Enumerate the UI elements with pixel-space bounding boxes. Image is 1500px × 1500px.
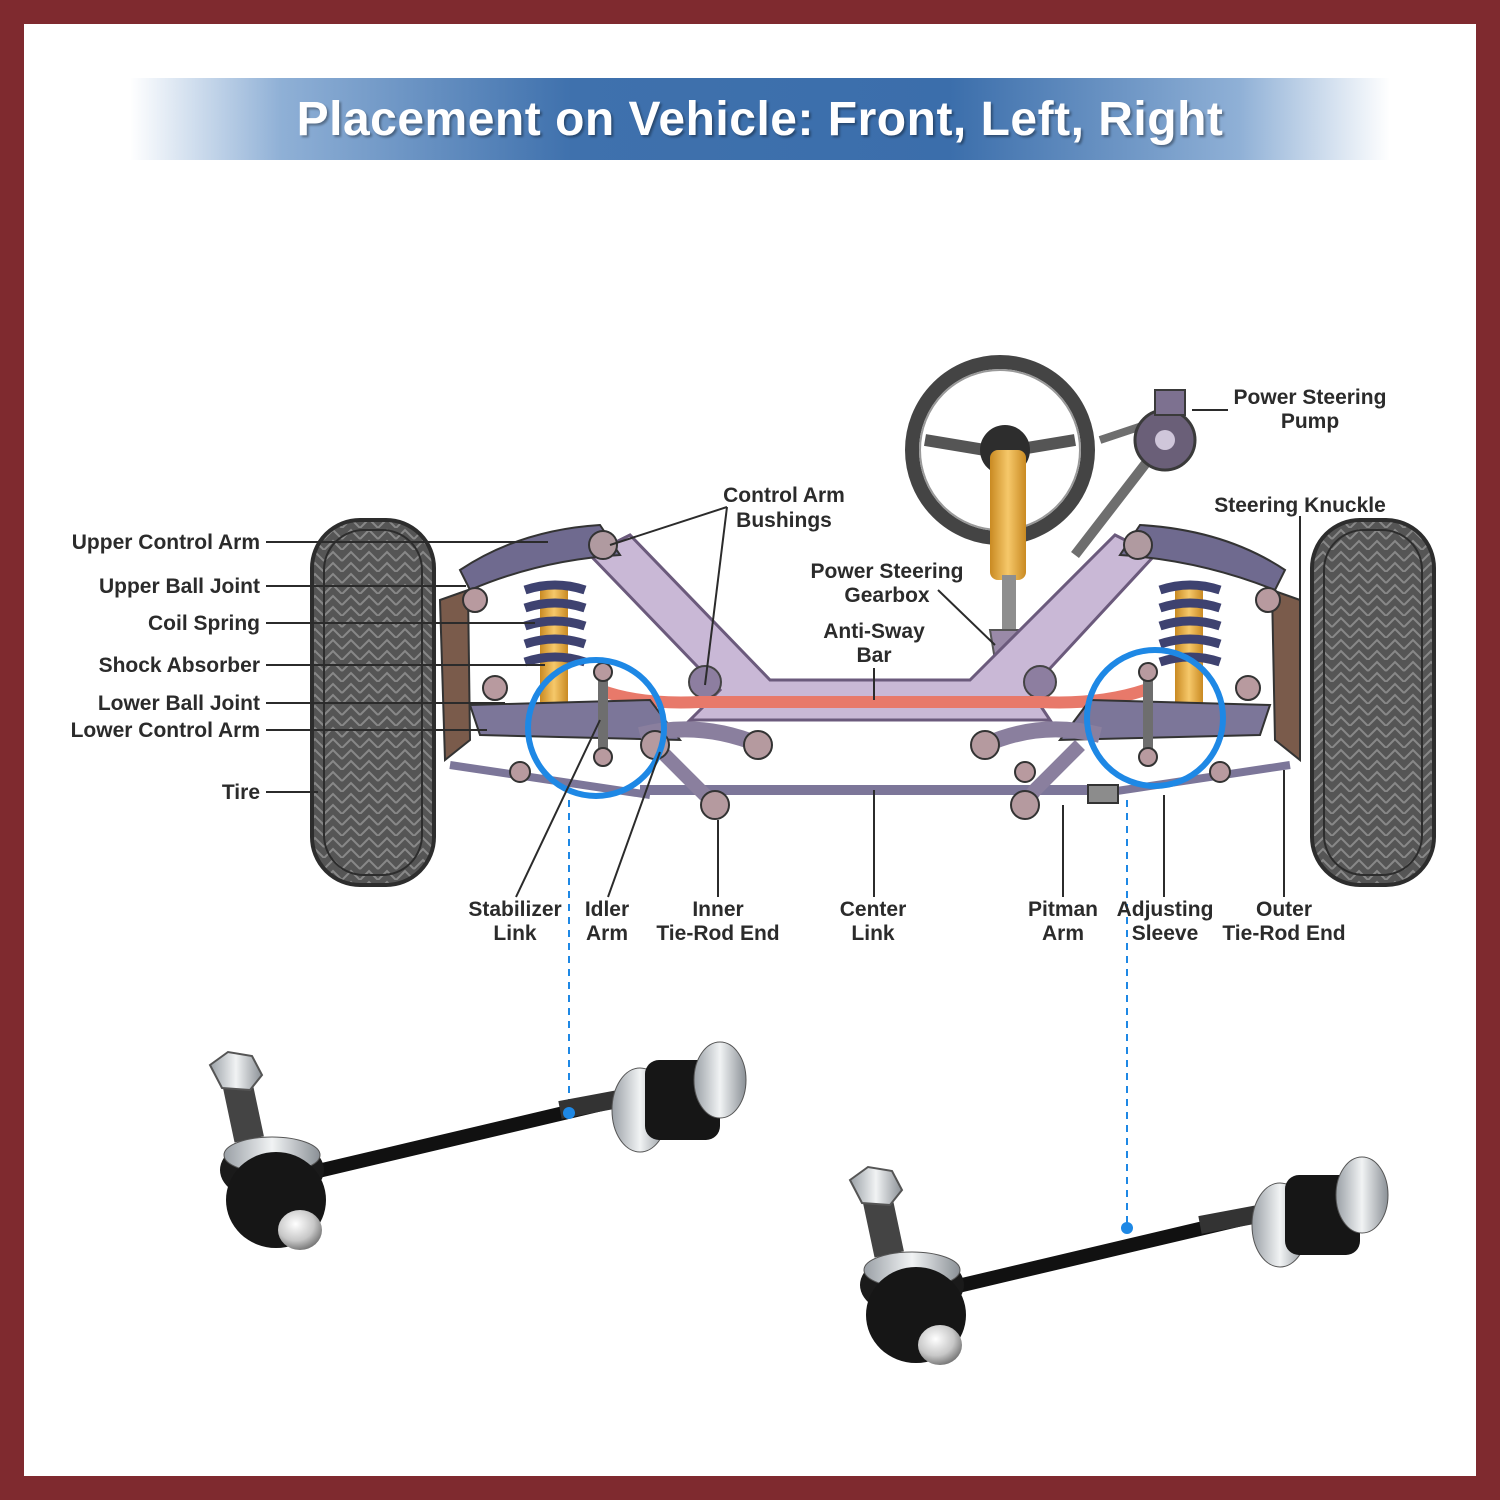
pitman-arm xyxy=(1010,740,1085,820)
label-coil-spring: Coil Spring xyxy=(148,612,260,635)
label-adjusting-sleeve-line1: Adjusting xyxy=(1117,898,1214,921)
page-title: Placement on Vehicle: Front, Left, Right xyxy=(296,92,1224,146)
label-stabilizer-link-line1: Stabilizer xyxy=(468,898,561,921)
anti-sway-bar xyxy=(597,684,1147,709)
stabilizer-link-left xyxy=(593,662,613,767)
label-anti-sway-bar-line2: Bar xyxy=(856,644,891,667)
label-power-steering-gearbox-line2: Gearbox xyxy=(844,584,930,607)
stabilizer-link-right xyxy=(1138,662,1158,767)
label-upper-ball-joint: Upper Ball Joint xyxy=(99,575,260,598)
label-power-steering-pump-line2: Pump xyxy=(1281,410,1339,433)
label-lower-control-arm: Lower Control Arm xyxy=(71,719,260,742)
label-outer-tie-rod-end-line2: Tie-Rod End xyxy=(1222,922,1345,945)
label-control-arm-bushings-line2: Bushings xyxy=(736,509,832,532)
leader-lines xyxy=(266,409,1301,898)
label-outer-tie-rod-end-line1: Outer xyxy=(1256,898,1312,921)
label-pitman-arm-line1: Pitman xyxy=(1028,898,1098,921)
label-lower-ball-joint: Lower Ball Joint xyxy=(98,692,260,715)
idler-arm xyxy=(640,730,730,820)
label-center-link-line1: Center xyxy=(840,898,907,921)
label-tire: Tire xyxy=(222,781,260,804)
product-stabilizer-link-1 xyxy=(208,1041,747,1250)
label-idler-arm-line1: Idler xyxy=(585,898,629,921)
coil-spring-left xyxy=(523,580,587,705)
steering-knuckle-right xyxy=(1235,587,1301,763)
label-power-steering-pump-line1: Power Steering xyxy=(1234,386,1387,409)
label-anti-sway-bar-line1: Anti-Sway xyxy=(823,620,925,643)
label-center-link-line2: Link xyxy=(851,922,894,945)
label-shock-absorber: Shock Absorber xyxy=(99,654,260,677)
label-adjusting-sleeve-line2: Sleeve xyxy=(1132,922,1199,945)
upper-control-arm-right xyxy=(1118,523,1287,592)
steering-knuckle-left xyxy=(438,587,508,763)
highlight-circle-right xyxy=(1084,647,1226,789)
label-control-arm-bushings-line1: Control Arm xyxy=(723,484,845,507)
lower-control-arm-left xyxy=(468,698,683,742)
product-stabilizer-link-2 xyxy=(848,1156,1389,1365)
label-stabilizer-link-line2: Link xyxy=(493,922,536,945)
label-inner-tie-rod-end-line2: Tie-Rod End xyxy=(656,922,779,945)
label-power-steering-gearbox-line1: Power Steering xyxy=(811,560,964,583)
power-steering-pump xyxy=(1071,389,1197,559)
diagram-labels: Upper Control Arm Upper Ball Joint Coil … xyxy=(71,386,1387,945)
inner-bushings xyxy=(638,721,1102,760)
label-steering-knuckle: Steering Knuckle xyxy=(1214,494,1386,517)
label-inner-tie-rod-end-line1: Inner xyxy=(692,898,743,921)
label-upper-control-arm: Upper Control Arm xyxy=(72,531,260,554)
tire-right xyxy=(1310,518,1436,887)
highlight-circle-left xyxy=(525,657,667,799)
title-banner: Placement on Vehicle: Front, Left, Right xyxy=(130,78,1390,160)
upper-control-arm-left xyxy=(458,523,622,592)
coil-spring-right xyxy=(1158,580,1222,705)
label-idler-arm-line2: Arm xyxy=(586,922,628,945)
label-pitman-arm-line2: Arm xyxy=(1042,922,1084,945)
